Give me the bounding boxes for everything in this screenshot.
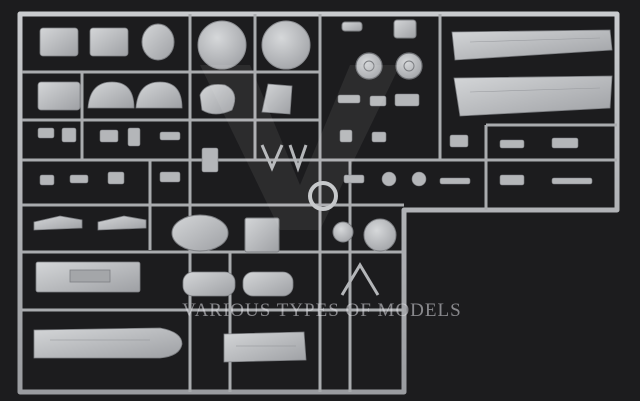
struts (260, 144, 380, 296)
engine-disc-left (197, 20, 247, 70)
tailplanes (33, 215, 147, 231)
engine-disc-right (261, 20, 311, 70)
wheels (341, 19, 423, 80)
canopy-part (141, 23, 175, 61)
seat-parts (37, 81, 293, 115)
inner-runners (22, 14, 617, 392)
fuselage-half (33, 327, 307, 363)
cockpit-floor (35, 261, 141, 293)
nose-cowl (171, 214, 229, 252)
spinner-right (363, 218, 397, 252)
small-parts (37, 93, 593, 187)
outer-runner (17, 11, 620, 395)
runner-ring (308, 181, 338, 211)
drop-tanks (182, 271, 294, 297)
wing-panels (451, 29, 613, 117)
cockpit-tubs (39, 27, 129, 57)
watermark-logo (200, 65, 400, 230)
watermark-text: VARIOUS TYPES OF MODELS (182, 300, 462, 321)
spinner-left (332, 221, 354, 243)
fuselage-insert (244, 217, 280, 253)
